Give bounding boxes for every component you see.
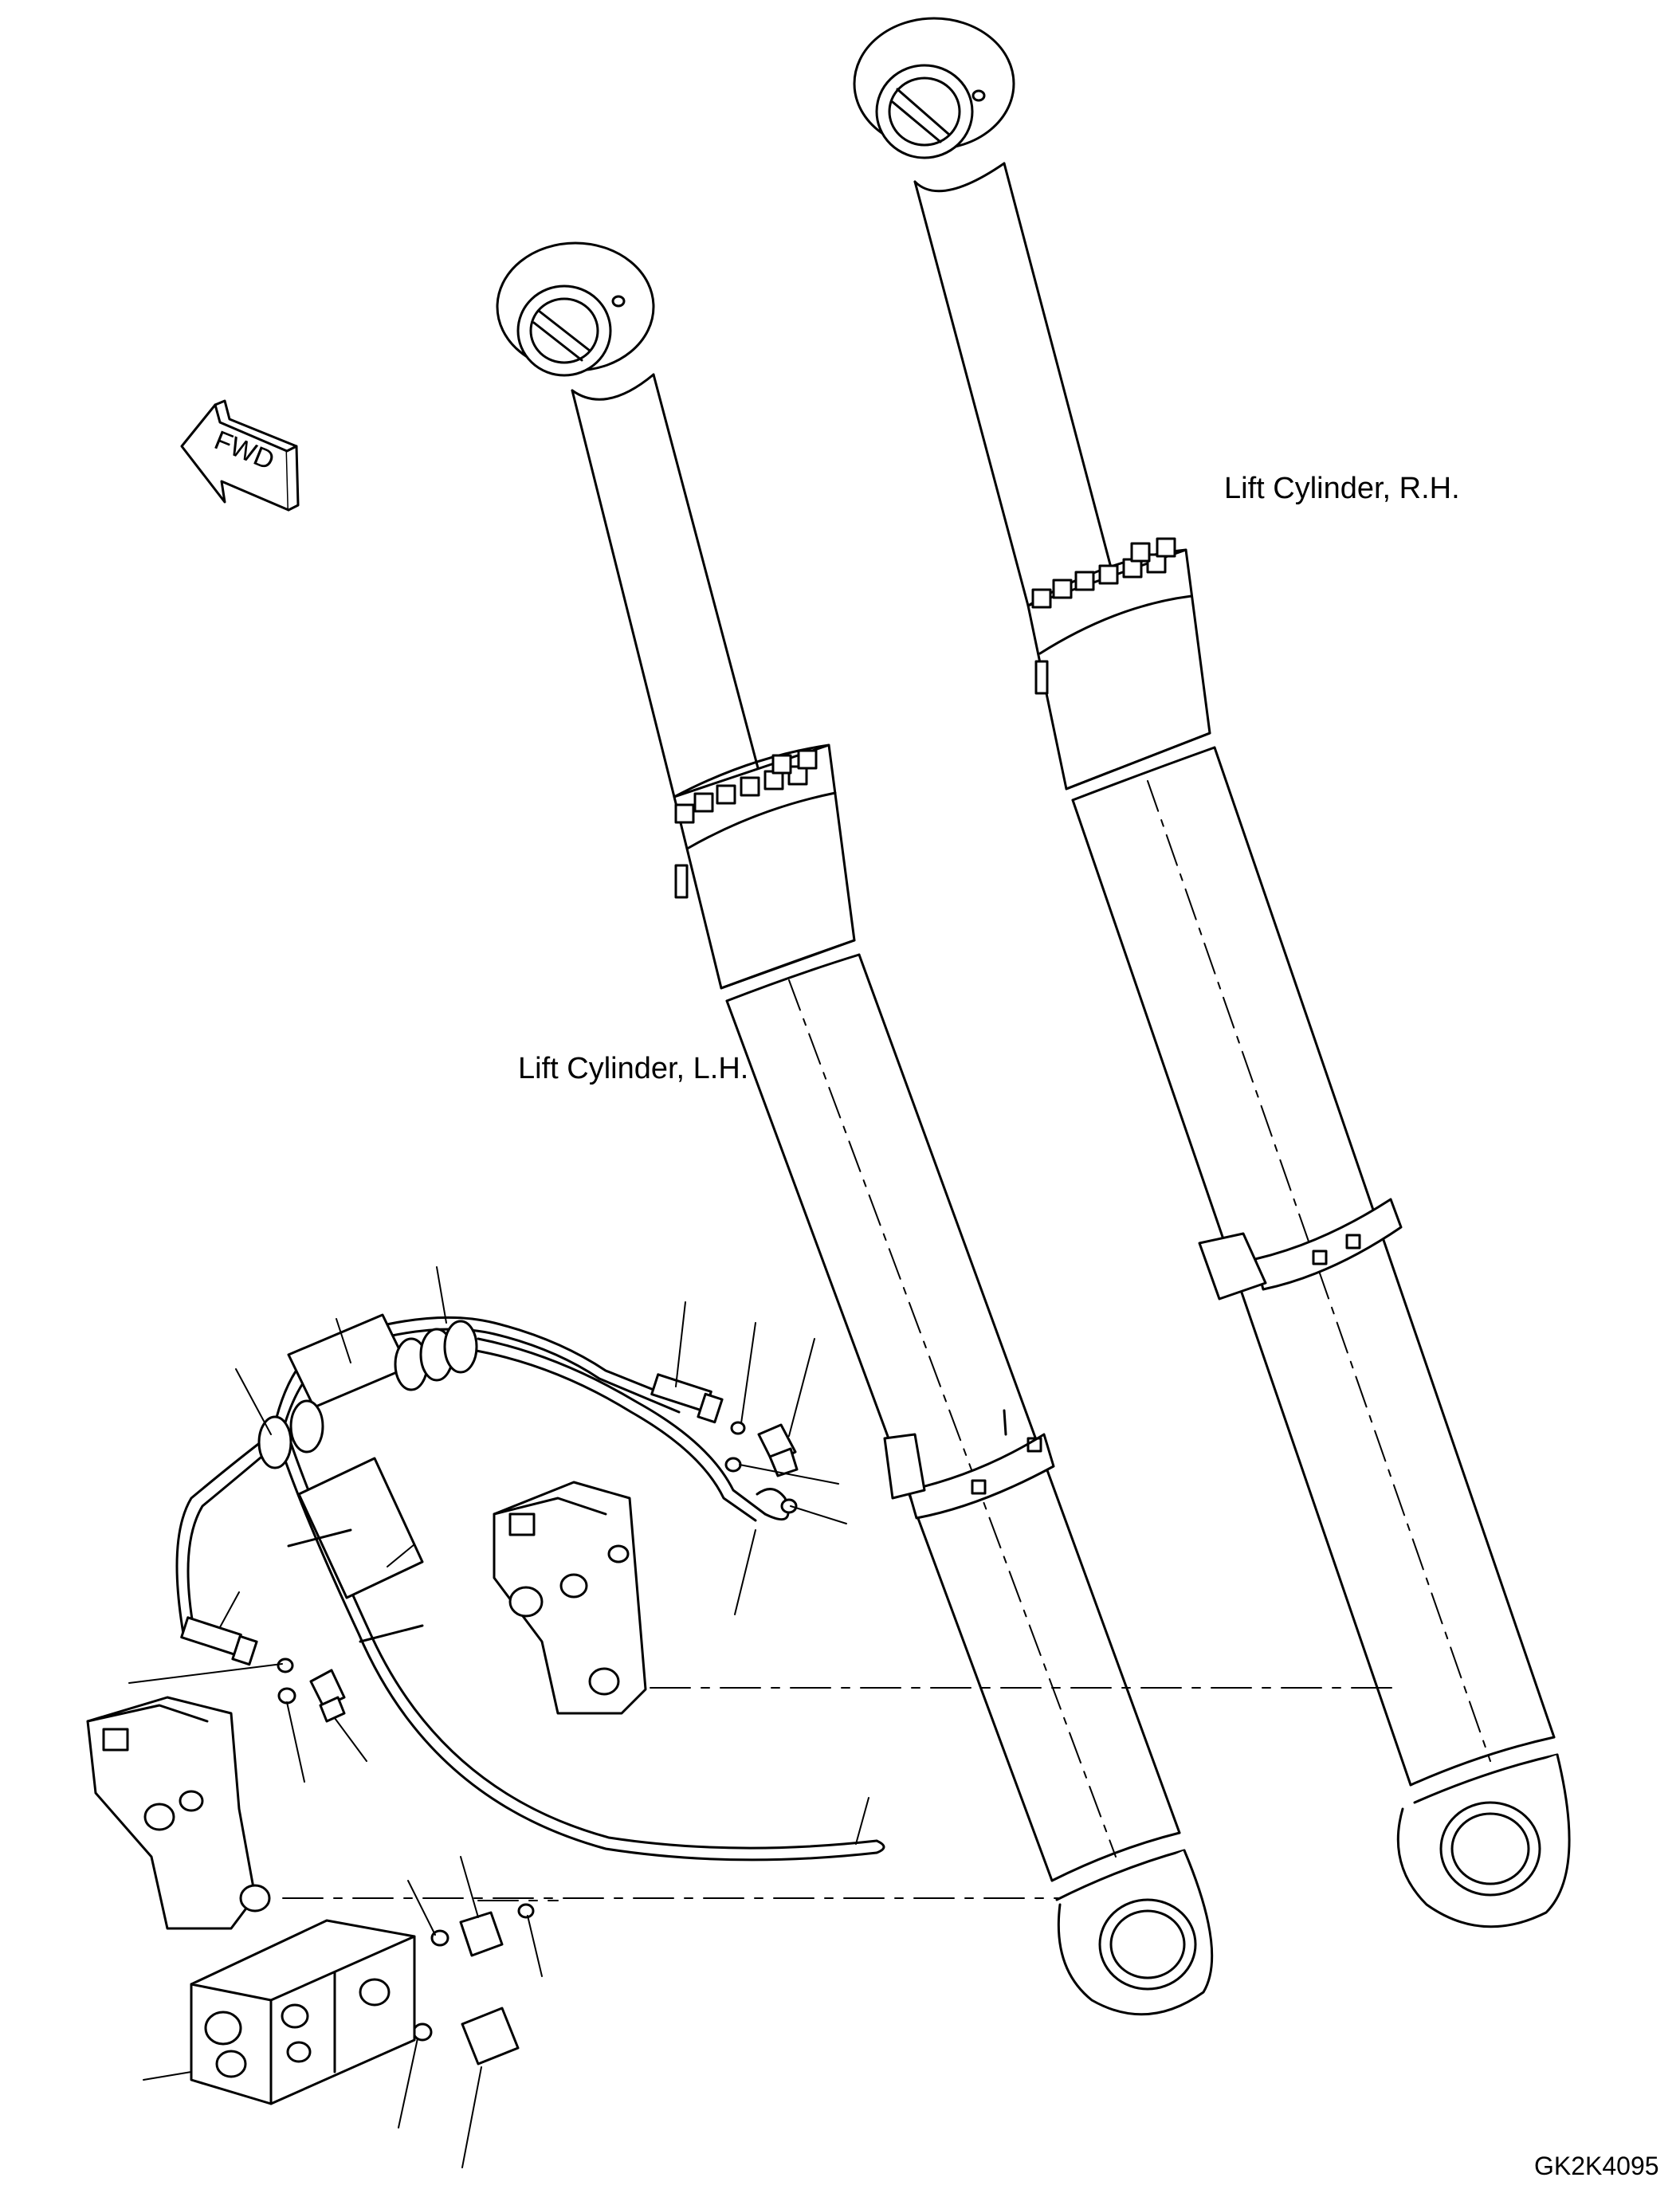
rh-clamp bbox=[1198, 1198, 1403, 1301]
rh-head-bolts bbox=[1031, 537, 1176, 609]
lh-cylinder-head bbox=[673, 743, 861, 1002]
lift-cylinder-rh bbox=[853, 17, 1571, 1928]
lh-clamp bbox=[883, 1409, 1055, 1520]
manifold-block bbox=[190, 1919, 416, 2105]
lh-base-eye bbox=[1057, 1849, 1214, 2016]
lh-piston-rod bbox=[571, 373, 765, 798]
lift-cylinder-lh-label: Lift Cylinder, L.H. bbox=[518, 1052, 749, 1085]
callout-leader-lines bbox=[128, 1266, 869, 2168]
rh-rod-eye bbox=[853, 17, 1015, 159]
drawing-number: GK2K4095 bbox=[1534, 2152, 1659, 2180]
lh-cylinder-barrel bbox=[725, 953, 1181, 1882]
rh-base-eye bbox=[1396, 1753, 1571, 1928]
lift-cylinder-rh-label: Lift Cylinder, R.H. bbox=[1224, 472, 1460, 505]
center-lines bbox=[282, 1687, 1403, 1901]
rh-cylinder-barrel bbox=[1071, 746, 1556, 1787]
lift-cylinder-lh bbox=[496, 241, 1214, 2016]
lh-rod-eye bbox=[496, 241, 655, 377]
control-valve-right bbox=[493, 1481, 647, 1715]
rh-cylinder-head bbox=[1026, 537, 1216, 802]
rh-piston-rod bbox=[913, 162, 1117, 607]
lh-head-bolts bbox=[674, 749, 818, 824]
fittings-and-orings bbox=[277, 1421, 799, 2066]
fwd-arrow-icon: FWD bbox=[180, 399, 300, 512]
control-valve-left bbox=[86, 1696, 271, 1930]
hose-sleeves bbox=[257, 1313, 478, 1643]
